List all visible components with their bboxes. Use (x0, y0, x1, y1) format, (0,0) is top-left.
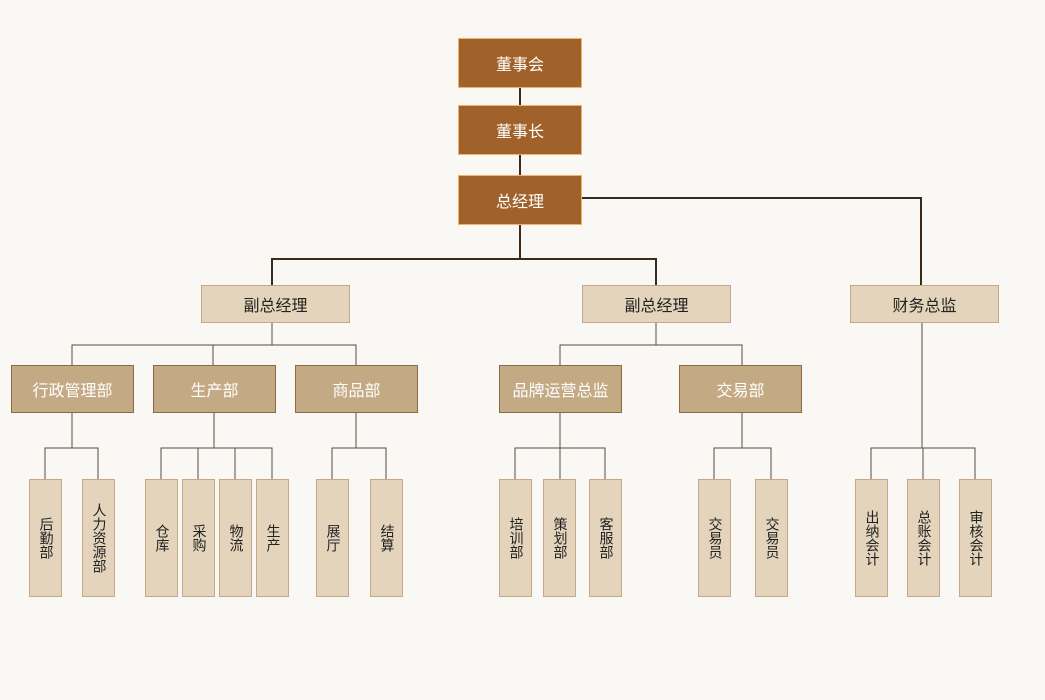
team-warehouse-label: 仓库 (153, 524, 170, 552)
cfo-label: 财务总监 (892, 296, 957, 315)
dept-admin-label: 行政管理部 (32, 381, 113, 400)
team-trader-node-2: 交易员 (755, 479, 788, 597)
dept-brand-node: 品牌运营总监 (499, 365, 622, 413)
connector-goods-teams (331, 412, 387, 480)
connector-gm-vps (271, 224, 657, 286)
team-logistics-node: 物流 (219, 479, 252, 597)
dept-goods-node: 商品部 (295, 365, 418, 413)
connector-vp1-depts (71, 322, 357, 366)
cfo-node: 财务总监 (850, 285, 999, 323)
team-settlement-node: 结算 (370, 479, 403, 597)
team-planning-node: 策划部 (543, 479, 576, 597)
team-audit-label: 审核会计 (967, 510, 984, 566)
team-hr-label: 人力资源部 (90, 503, 107, 573)
team-cashier-label: 出纳会计 (863, 510, 880, 566)
team-settlement-label: 结算 (378, 524, 395, 552)
vice-gm-node-1: 副总经理 (201, 285, 350, 323)
team-logistics-label: 物流 (227, 524, 244, 552)
team-ledger-node: 总账会计 (907, 479, 940, 597)
team-ledger-label: 总账会计 (915, 510, 932, 566)
team-training-node: 培训部 (499, 479, 532, 597)
connector-gm-cfo (581, 197, 922, 286)
team-logistics-support-node: 后勤部 (29, 479, 62, 597)
connector-cfo-teams (870, 322, 976, 480)
dept-trading-node: 交易部 (679, 365, 802, 413)
connector-admin-teams (44, 412, 99, 480)
team-warehouse-node: 仓库 (145, 479, 178, 597)
team-procurement-node: 采购 (182, 479, 215, 597)
dept-trading-label: 交易部 (716, 381, 765, 400)
team-training-label: 培训部 (507, 517, 524, 559)
connector-production-teams (160, 412, 273, 480)
connector-trading-teams (713, 412, 772, 480)
team-planning-label: 策划部 (551, 517, 568, 559)
team-manufacturing-node: 生产 (256, 479, 289, 597)
team-audit-node: 审核会计 (959, 479, 992, 597)
team-logistics-support-label: 后勤部 (37, 517, 54, 559)
team-procurement-label: 采购 (190, 524, 207, 552)
dept-production-node: 生产部 (153, 365, 276, 413)
team-cashier-node: 出纳会计 (855, 479, 888, 597)
vice-gm-label-1: 副总经理 (243, 296, 308, 315)
dept-goods-label: 商品部 (332, 381, 381, 400)
dept-admin-node: 行政管理部 (11, 365, 134, 413)
board-node: 董事会 (458, 38, 582, 88)
team-showroom-node: 展厅 (316, 479, 349, 597)
team-manufacturing-label: 生产 (264, 524, 281, 552)
connector-brand-teams (514, 412, 606, 480)
dept-brand-label: 品牌运营总监 (512, 381, 609, 400)
vice-gm-label-2: 副总经理 (624, 296, 689, 315)
connector-vp2-depts (559, 322, 743, 366)
general-manager-label: 总经理 (495, 192, 544, 211)
team-customer-service-label: 客服部 (597, 517, 614, 559)
vice-gm-node-2: 副总经理 (582, 285, 731, 323)
chairman-node: 董事长 (458, 105, 582, 155)
team-trader-label-2: 交易员 (763, 517, 780, 559)
team-hr-node: 人力资源部 (82, 479, 115, 597)
dept-production-label: 生产部 (190, 381, 239, 400)
team-trader-label-1: 交易员 (706, 517, 723, 559)
board-label: 董事会 (495, 55, 544, 74)
general-manager-node: 总经理 (458, 175, 582, 225)
team-trader-node-1: 交易员 (698, 479, 731, 597)
chairman-label: 董事长 (495, 122, 544, 141)
team-customer-service-node: 客服部 (589, 479, 622, 597)
team-showroom-label: 展厅 (324, 524, 341, 552)
